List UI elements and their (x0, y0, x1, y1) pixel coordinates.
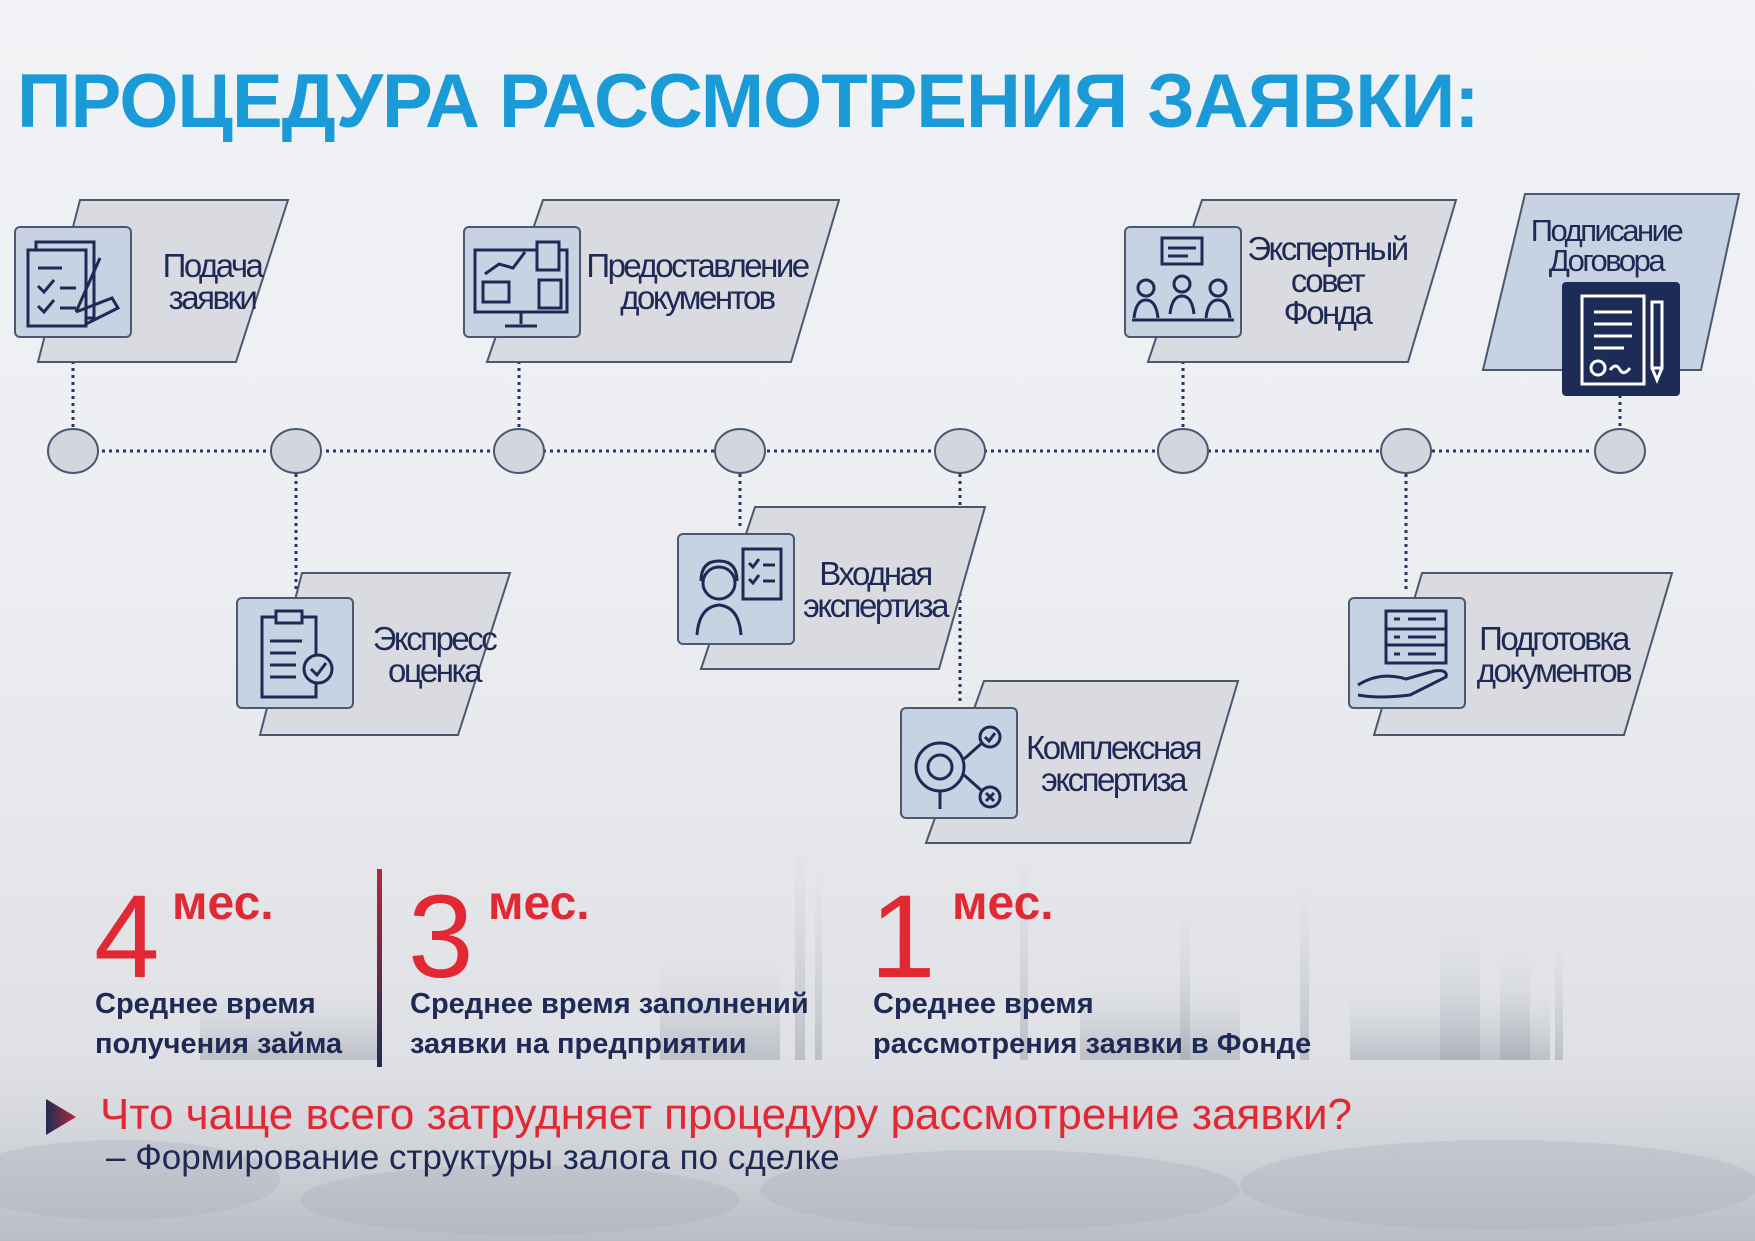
council-meeting-icon (1124, 226, 1242, 338)
timeline-node (1380, 428, 1432, 474)
application-form-icon (14, 226, 132, 338)
computer-documents-icon (463, 226, 581, 338)
stat-number: 3 (408, 871, 474, 1003)
timeline-node (493, 428, 545, 474)
timeline-node (47, 428, 99, 474)
analysis-gear-icon (900, 707, 1018, 819)
stat-number: 4 (94, 871, 160, 1003)
timeline-node (934, 428, 986, 474)
timeline-node (1157, 428, 1209, 474)
answer-text: – Формирование структуры залога по сделк… (106, 1138, 840, 1177)
stat-unit: мес. (952, 877, 1054, 930)
stat-unit: мес. (488, 877, 590, 930)
timeline-node (714, 428, 766, 474)
timeline-node (1594, 428, 1646, 474)
page-title: ПРОЦЕДУРА РАССМОТРЕНИЯ ЗАЯВКИ: (17, 59, 1480, 144)
hand-document-icon (1348, 597, 1466, 709)
stat-divider (377, 869, 382, 1067)
stat-unit: мес. (172, 877, 274, 930)
question-text: Что чаще всего затрудняет процедуру расс… (100, 1090, 1353, 1139)
contract-pen-icon (1562, 282, 1680, 396)
triangle-bullet-icon (46, 1099, 76, 1135)
expert-checklist-icon (677, 533, 795, 645)
timeline-node (270, 428, 322, 474)
stat-number: 1 (870, 871, 936, 1003)
clipboard-check-icon (236, 597, 354, 709)
